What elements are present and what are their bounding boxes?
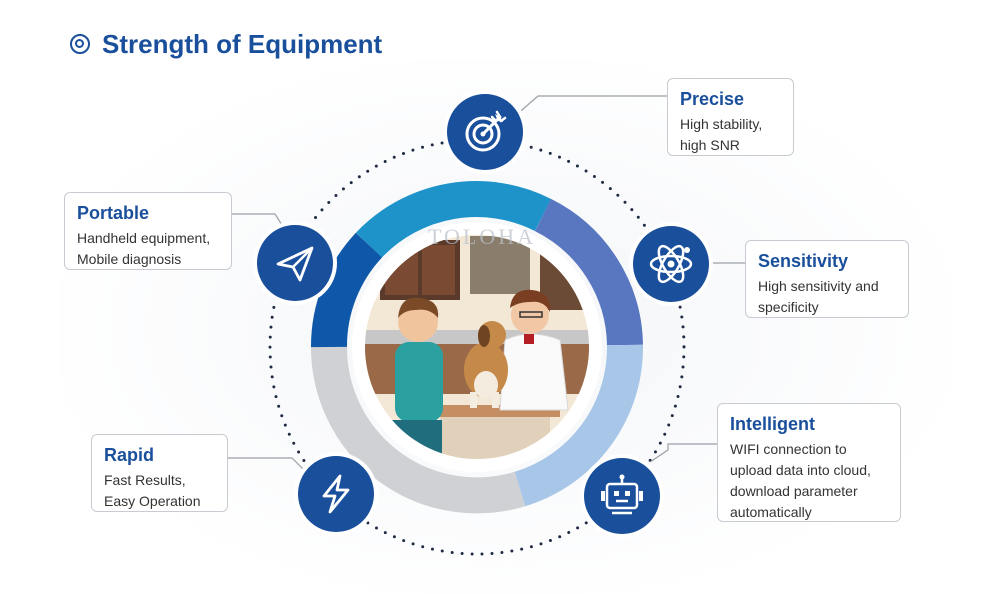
target-icon-glyph: [465, 110, 507, 152]
veterinarian-with-dog-illustration: [365, 235, 589, 459]
robot-icon-glyph: [601, 474, 643, 515]
connector-intelligent: [649, 443, 717, 463]
ring-segment-lower-right: [514, 344, 644, 507]
atom-icon-glyph: [649, 244, 693, 284]
feature-card-rapid: Rapid Fast Results, Easy Operation: [91, 434, 228, 512]
paper-plane-icon: [257, 225, 333, 301]
feature-card-sensitivity: Sensitivity High sensitivity and specifi…: [745, 240, 909, 318]
watermark-text: TOLOHA: [428, 224, 537, 249]
feature-heading: Sensitivity: [758, 251, 849, 271]
page-title: Strength of Equipment: [70, 24, 382, 64]
ring-segment-top: [355, 181, 552, 258]
circle-bullet-icon: [70, 34, 90, 54]
donut-ring: [310, 181, 644, 514]
feature-heading: Precise: [680, 89, 745, 109]
feature-heading: Portable: [77, 203, 150, 223]
dotted-orbit: [268, 138, 686, 556]
ring-segment-left: [310, 232, 383, 348]
paper-plane-icon-glyph: [276, 246, 314, 282]
feature-heading: Intelligent: [730, 414, 815, 434]
feature-card-precise: Precise High stability, high SNR: [667, 78, 794, 156]
lightning-icon-glyph: [322, 474, 350, 514]
title-text: Strength of Equipment: [102, 28, 383, 59]
connector-precise: [514, 95, 667, 117]
feature-card-intelligent: Intelligent WIFI connection to upload da…: [717, 403, 901, 522]
feature-description: High sensitivity and specificity: [758, 278, 879, 315]
atom-icon: [633, 226, 709, 302]
ring-segment-right: [534, 198, 643, 346]
feature-description: Fast Results, Easy Operation: [104, 472, 201, 509]
lightning-icon: [298, 456, 374, 532]
feature-heading: Rapid: [104, 445, 155, 465]
feature-description: WIFI connection to upload data into clou…: [730, 441, 871, 520]
feature-card-portable: Portable Handheld equipment, Mobile diag…: [64, 192, 232, 270]
target-icon: [447, 94, 523, 170]
feature-description: Handheld equipment, Mobile diagnosis: [77, 230, 211, 267]
ring-segment-gray: [310, 346, 526, 514]
robot-icon: [584, 458, 660, 534]
connector-rapid: [228, 457, 305, 471]
feature-description: High stability, high SNR: [680, 116, 763, 153]
